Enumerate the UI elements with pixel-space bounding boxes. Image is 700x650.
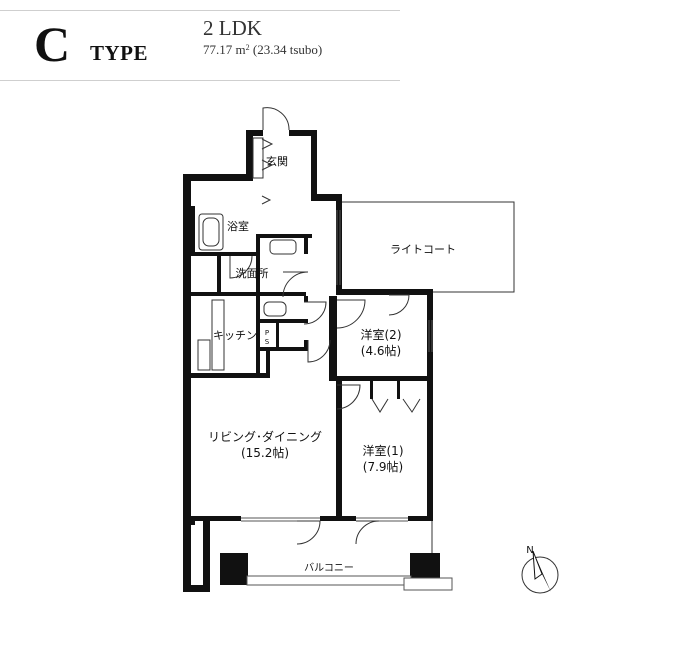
bedroom2-size: (4.6帖) [361, 343, 401, 358]
bathroom-label: 浴室 [227, 219, 249, 233]
door-swings [229, 107, 421, 545]
washroom-label: 洗面所 [236, 267, 269, 280]
type-letter: C [34, 16, 71, 72]
light-court-label: ライトコート [390, 243, 456, 256]
header [0, 0, 400, 81]
inner-walls [183, 206, 433, 525]
compass-icon [521, 550, 559, 594]
light-court-area [339, 201, 515, 293]
type-word: TYPE [90, 41, 149, 65]
bedroom1-size: (7.9帖) [363, 459, 403, 474]
outer-walls [183, 130, 433, 592]
ps-label-s: S [265, 338, 270, 346]
header-top-rule [0, 10, 400, 11]
living-dining-name: リビング･ダイニング [208, 429, 322, 444]
area-value: 77.17 m [203, 42, 246, 57]
living-dining-size: (15.2帖) [241, 445, 289, 460]
compass-north-label: N [526, 545, 533, 556]
entrance-label: 玄関 [266, 154, 288, 168]
bedroom1-name: 洋室(1) [363, 443, 404, 458]
bedroom2-name: 洋室(2) [361, 327, 402, 342]
kitchen-label: キッチン [213, 329, 257, 342]
header-bottom-rule [0, 80, 400, 81]
layout-label: 2 LDK [203, 16, 262, 40]
fixtures [197, 137, 297, 371]
area-label: 77.17 m2 (23.34 tsubo) [203, 42, 322, 58]
balcony-label: バルコニー [304, 562, 354, 574]
area-tsubo: (23.34 tsubo) [249, 42, 323, 57]
balcony-structure [220, 521, 453, 591]
ps-label-p: P [265, 329, 269, 337]
area-unit-sup: 2 [245, 43, 250, 52]
